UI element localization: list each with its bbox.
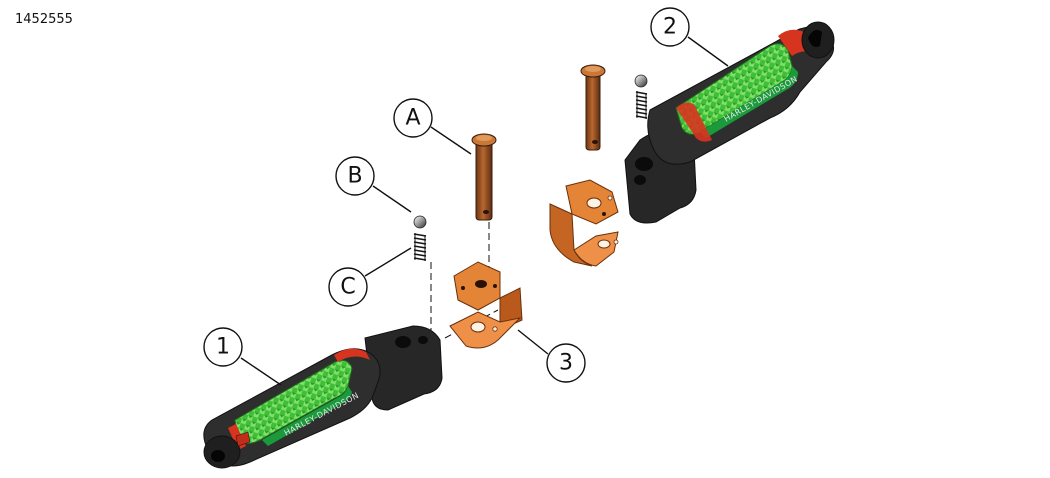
bracket-right-hole-small-b (602, 212, 606, 216)
bracket-right-hole-small-a (607, 195, 613, 201)
spring-coils-left (413, 233, 427, 261)
callout-label-c: C (340, 275, 355, 300)
callout-label-b: B (347, 164, 362, 189)
spring-coils-right (635, 91, 648, 119)
end-slot-right (808, 30, 822, 47)
ring-inner-right (676, 102, 712, 142)
callout-circle-1 (203, 327, 243, 367)
detent-ball-left (413, 215, 427, 229)
pin-hole-right (592, 140, 598, 144)
callout-labels: 1 2 3 A B C (216, 15, 677, 376)
clevis-hole-left (395, 336, 411, 348)
bracket-left-hole-small-a (493, 284, 497, 288)
grip-side-right (700, 66, 798, 138)
footpeg-left: HARLEY-DAVIDSON (203, 325, 443, 469)
ball-right (634, 74, 648, 88)
leader-line-2 (687, 36, 729, 67)
figure-id: 1452555 (15, 12, 73, 27)
leader-line-1 (240, 357, 282, 386)
callouts (203, 7, 729, 386)
pin-head-top-left (476, 135, 492, 141)
bracket-left-hole-bottom (470, 321, 486, 333)
callout-circle-2 (650, 7, 690, 47)
leader-line-a (430, 126, 472, 155)
pin-shaft-left (475, 139, 493, 221)
clevis-pin-left (471, 133, 497, 221)
bracket-left-bottom (449, 311, 522, 349)
callout-circle-b (335, 156, 375, 196)
ball-left (413, 215, 427, 229)
pin-head-top-right (585, 66, 601, 72)
detent-hole-left (418, 336, 428, 344)
detent-hole-right (634, 175, 646, 185)
callout-label-2: 2 (663, 15, 677, 40)
bracket-left (449, 261, 523, 349)
leader-line-3 (517, 329, 549, 355)
bracket-left-hole-small-c (492, 326, 498, 332)
callout-label-a: A (405, 106, 420, 131)
leader-bracket-to-peg (444, 309, 499, 339)
leader-line-c (364, 247, 412, 277)
clevis-hole-right (635, 157, 653, 171)
spring-left (413, 233, 427, 261)
bracket-right-hole-bottom (597, 239, 611, 249)
ring-inner-left (334, 348, 370, 362)
clevis-block-left (364, 325, 443, 411)
bracket-left-hole-top (475, 280, 487, 288)
leader-line-b (372, 185, 412, 213)
pin-hole-left (483, 210, 489, 214)
footpeg-right: HARLEY-DAVIDSON (624, 21, 835, 224)
bracket-right-hole-small-c (613, 239, 619, 245)
callout-label-3: 3 (559, 351, 573, 376)
bracket-right (549, 179, 619, 267)
spring-right (635, 91, 648, 119)
detent-ball-right (634, 74, 648, 88)
end-slot-left (211, 450, 225, 462)
pin-shaft-right (585, 71, 601, 151)
callout-circle-a (393, 98, 433, 138)
callout-circle-3 (546, 343, 586, 383)
end-slot-red-left (235, 431, 251, 447)
callout-circle-c (328, 267, 368, 307)
grip-side-left (262, 386, 352, 446)
bracket-left-hole-small-b (461, 286, 465, 290)
clevis-pin-right (580, 64, 606, 151)
bracket-right-hole-top (586, 197, 602, 209)
callout-label-1: 1 (216, 335, 230, 360)
